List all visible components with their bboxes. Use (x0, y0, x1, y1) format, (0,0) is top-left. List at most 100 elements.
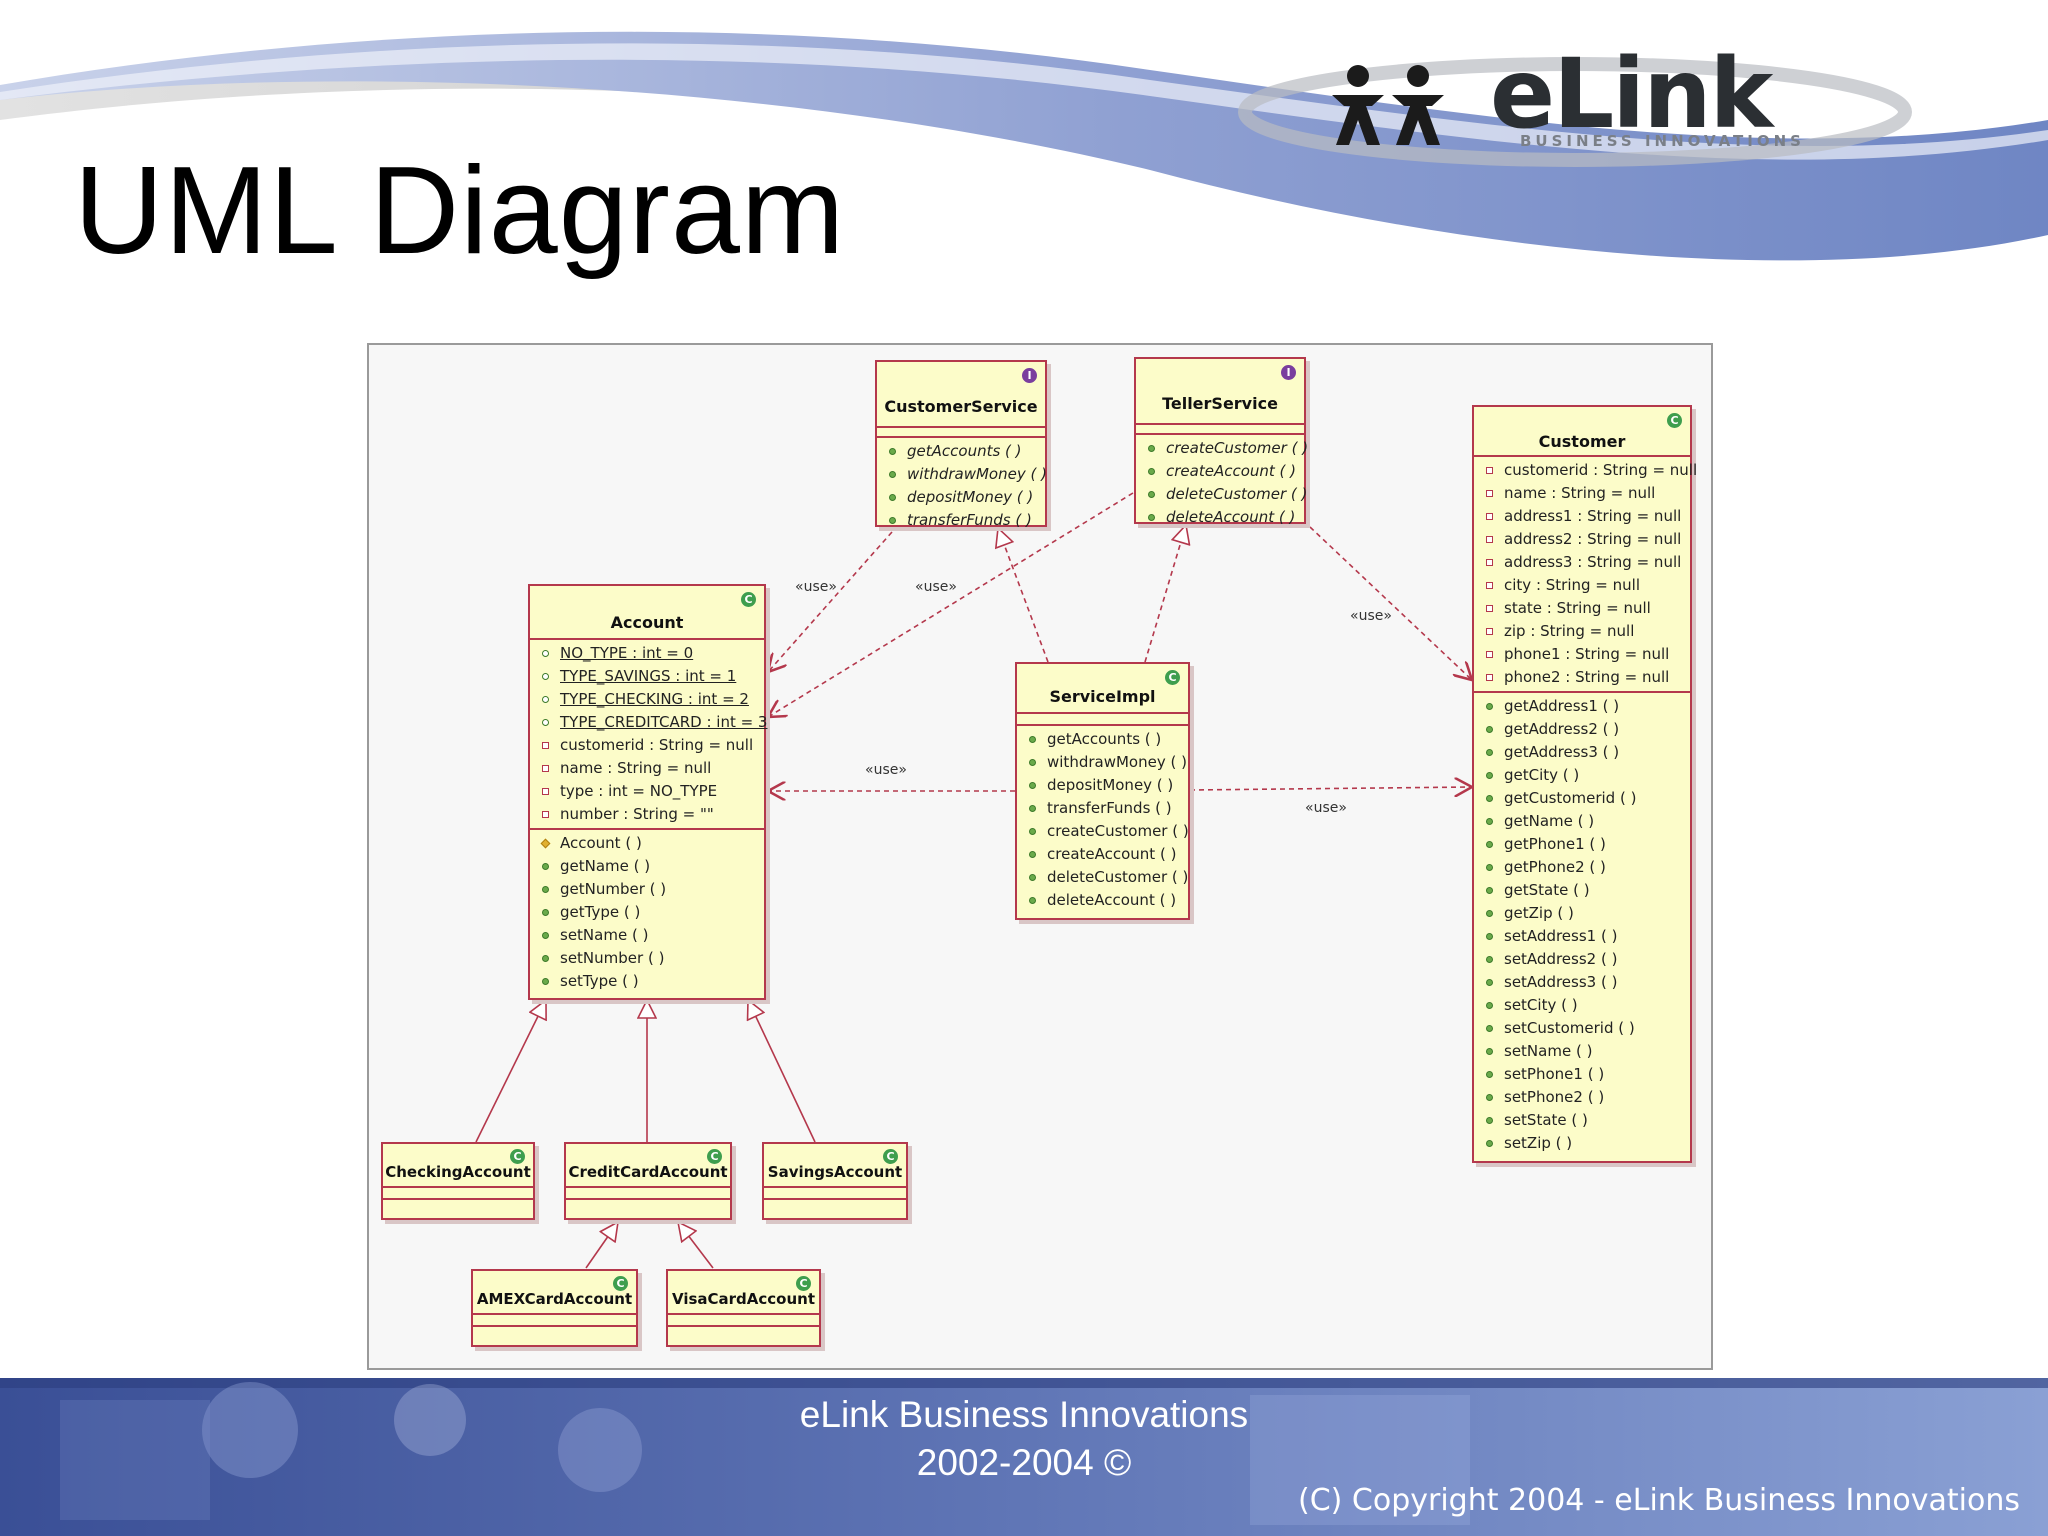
footer-years: 2002-2004 © (916, 1442, 1132, 1483)
public-method-icon (889, 517, 896, 524)
gen-savings-account (748, 1000, 816, 1143)
method-row: createAccount ( ) (1136, 460, 1304, 483)
method-row: getName ( ) (1474, 810, 1690, 833)
class-account[interactable]: C Account NO_TYPE : int = 0 TYPE_SAVINGS… (528, 584, 767, 1000)
class-visa-card-account[interactable]: C VisaCardAccount (666, 1269, 821, 1347)
public-method-icon (1486, 956, 1493, 963)
class-service-impl[interactable]: C ServiceImpl getAccounts ( ) withdrawMo… (1015, 662, 1190, 920)
class-customer[interactable]: C Customer customerid : String = null na… (1472, 405, 1697, 1163)
public-method-icon (1486, 1071, 1493, 1078)
static-field-icon (542, 719, 549, 726)
slide-title: UML Diagram (74, 142, 846, 280)
copyright-notice: (C) Copyright 2004 - eLink Business Inno… (1298, 1483, 2020, 1518)
people-logo-icon (1332, 65, 1444, 145)
class-name: SavingsAccount (767, 1163, 903, 1181)
method-row: deleteAccount ( ) (1017, 889, 1188, 912)
private-field-icon (1486, 536, 1493, 543)
public-method-icon (1486, 1025, 1493, 1032)
public-method-icon (1486, 933, 1493, 940)
method-row: getState ( ) (1474, 879, 1690, 902)
private-field-icon (542, 811, 549, 818)
attribute-row: zip : String = null (1474, 620, 1690, 643)
public-method-icon (1486, 979, 1493, 986)
method-row: getCustomerid ( ) (1474, 787, 1690, 810)
use-label: «use» (915, 579, 957, 595)
method-row: deleteCustomer ( ) (1136, 483, 1307, 506)
header-swoosh-blue (0, 31, 2048, 261)
use-label: «use» (1350, 608, 1392, 624)
method-row: getCity ( ) (1474, 764, 1690, 787)
public-method-icon (1486, 1140, 1493, 1147)
logo-tagline: BUSINESS INNOVATIONS (1520, 132, 1805, 150)
private-field-icon (1486, 559, 1493, 566)
public-method-icon (542, 978, 549, 985)
public-method-icon (1029, 897, 1036, 904)
method-row: transferFunds ( ) (877, 509, 1045, 532)
method-row: getType ( ) (530, 901, 764, 924)
class-icon: C (510, 1149, 525, 1164)
method-row: getPhone2 ( ) (1474, 856, 1690, 879)
method-row: createCustomer ( ) (1017, 820, 1189, 843)
public-method-icon (889, 471, 896, 478)
public-method-icon (1486, 1002, 1493, 1009)
use-label: «use» (1305, 800, 1347, 816)
public-method-icon (1148, 468, 1155, 475)
public-method-icon (1486, 887, 1493, 894)
class-customer-service[interactable]: I CustomerService getAccounts ( ) withdr… (875, 360, 1047, 529)
attribute-row: phone2 : String = null (1474, 666, 1690, 689)
method-row: setAddress2 ( ) (1474, 948, 1690, 971)
class-checking-account[interactable]: C CheckingAccount (381, 1142, 535, 1220)
gen-checking-account (475, 1000, 546, 1143)
method-row: setName ( ) (530, 924, 764, 947)
method-row: setCity ( ) (1474, 994, 1690, 1017)
method-row: setPhone2 ( ) (1474, 1086, 1690, 1109)
class-amex-card-account[interactable]: C AMEXCardAccount (471, 1269, 638, 1347)
method-row: setState ( ) (1474, 1109, 1690, 1132)
attribute-row: name : String = null (530, 757, 764, 780)
public-method-icon (542, 932, 549, 939)
static-field-icon (542, 696, 549, 703)
public-method-icon (1029, 736, 1036, 743)
private-field-icon (542, 742, 549, 749)
method-row: transferFunds ( ) (1017, 797, 1188, 820)
private-field-icon (1486, 605, 1493, 612)
attribute-row: type : int = NO_TYPE (530, 780, 764, 803)
class-name: CheckingAccount (385, 1163, 531, 1181)
attribute-row: customerid : String = null (1474, 459, 1697, 482)
class-icon: C (741, 592, 756, 607)
gen-amex-creditcard (585, 1222, 618, 1269)
public-method-icon (889, 494, 896, 501)
class-name: VisaCardAccount (671, 1290, 816, 1308)
method-row: setType ( ) (530, 970, 764, 993)
method-row: Account ( ) (530, 832, 764, 855)
private-field-icon (542, 765, 549, 772)
method-row: depositMoney ( ) (1017, 774, 1188, 797)
private-field-icon (1486, 582, 1493, 589)
public-method-icon (1029, 759, 1036, 766)
public-method-icon (1486, 910, 1493, 917)
class-credit-card-account[interactable]: C CreditCardAccount (564, 1142, 732, 1220)
attribute-row: city : String = null (1474, 574, 1690, 597)
method-row: setName ( ) (1474, 1040, 1690, 1063)
public-method-icon (1486, 818, 1493, 825)
class-teller-service[interactable]: I TellerService createCustomer ( ) creat… (1134, 357, 1308, 526)
method-row: deleteCustomer ( ) (1017, 866, 1188, 889)
class-icon: C (707, 1149, 722, 1164)
public-method-icon (1486, 1094, 1493, 1101)
interface-icon: I (1022, 368, 1037, 383)
use-label: «use» (865, 762, 907, 778)
class-icon: C (796, 1276, 811, 1291)
class-name: Customer (1538, 432, 1626, 451)
attribute-row: NO_TYPE : int = 0 (530, 642, 764, 665)
method-row: getPhone1 ( ) (1474, 833, 1690, 856)
method-row: depositMoney ( ) (877, 486, 1045, 509)
class-name: CustomerService (884, 397, 1038, 416)
method-row: getName ( ) (530, 855, 764, 878)
class-savings-account[interactable]: C SavingsAccount (762, 1142, 908, 1220)
method-row: createCustomer ( ) (1136, 437, 1308, 460)
public-method-icon (1486, 749, 1493, 756)
attribute-row: name : String = null (1474, 482, 1690, 505)
gen-visa-creditcard (678, 1222, 714, 1269)
footer-company: eLink Business Innovations (799, 1394, 1249, 1435)
